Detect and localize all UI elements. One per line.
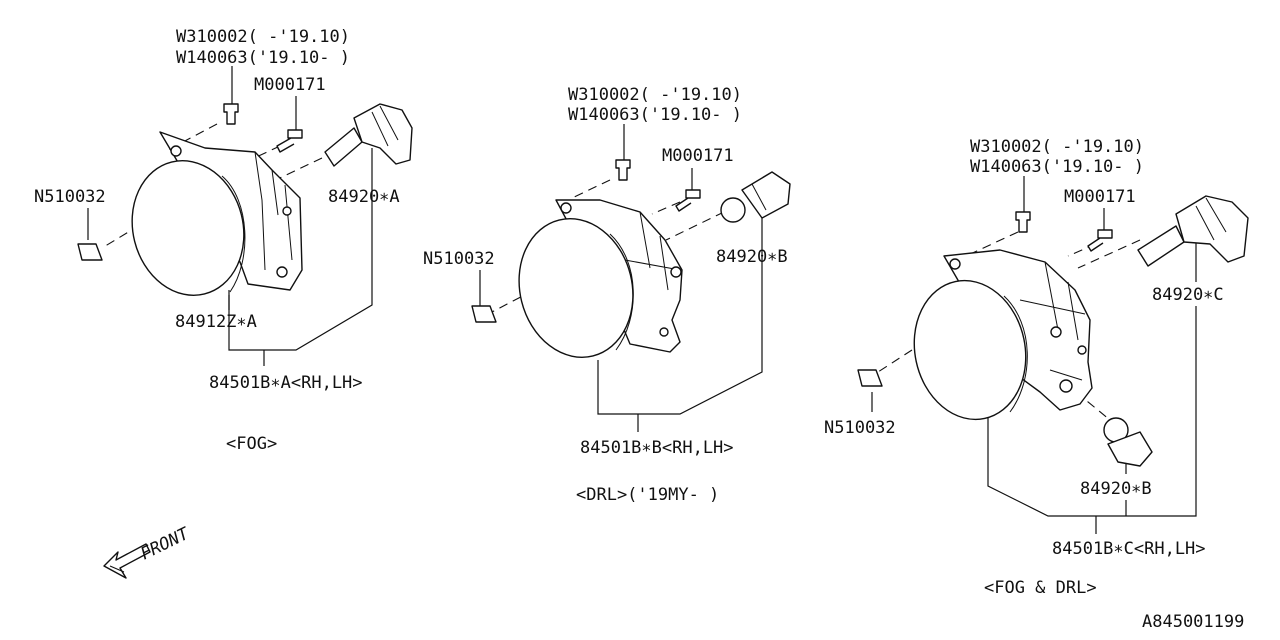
fog-screw-label[interactable]: M000171 bbox=[254, 75, 326, 95]
fogdrl-bolt bbox=[1015, 211, 1031, 233]
fog-bulb bbox=[324, 103, 413, 167]
group-fog: W310002( -'19.10) W140063('19.10- ) M000… bbox=[34, 27, 413, 454]
fogdrl-bulb-drl bbox=[1103, 417, 1153, 467]
drl-lens bbox=[518, 218, 634, 358]
group-fog-drl: W310002( -'19.10) W140063('19.10- ) M000… bbox=[824, 137, 1249, 598]
drl-bulb-label[interactable]: 84920∗B bbox=[716, 247, 788, 267]
fogdrl-screw-label[interactable]: M000171 bbox=[1064, 187, 1136, 207]
fogdrl-caption: <FOG & DRL> bbox=[984, 578, 1097, 598]
drl-clip-label[interactable]: N510032 bbox=[423, 249, 495, 269]
drl-screw bbox=[675, 189, 701, 212]
fog-caption: <FOG> bbox=[226, 434, 277, 454]
drl-screw-label[interactable]: M000171 bbox=[662, 146, 734, 166]
drl-bolt-label-a[interactable]: W310002( -'19.10) bbox=[568, 85, 742, 105]
fogdrl-bulb-main bbox=[1137, 195, 1249, 267]
drl-clip bbox=[471, 305, 497, 323]
fogdrl-assembly-label[interactable]: 84501B∗C<RH,LH> bbox=[1052, 539, 1206, 559]
fogdrl-clip-label[interactable]: N510032 bbox=[824, 418, 896, 438]
group-drl: W310002( -'19.10) W140063('19.10- ) M000… bbox=[423, 85, 791, 505]
fogdrl-lens bbox=[913, 279, 1027, 421]
fog-bolt-label-b[interactable]: W140063('19.10- ) bbox=[176, 48, 350, 68]
fog-screw bbox=[276, 129, 303, 153]
fog-clip-label[interactable]: N510032 bbox=[34, 187, 106, 207]
diagram-code: A845001199 bbox=[1142, 612, 1244, 632]
fog-assembly-label[interactable]: 84501B∗A<RH,LH> bbox=[209, 373, 363, 393]
fog-bolt bbox=[223, 103, 239, 125]
drl-bolt-label-b[interactable]: W140063('19.10- ) bbox=[568, 105, 742, 125]
fogdrl-screw bbox=[1087, 229, 1113, 252]
front-label: FRONT bbox=[137, 523, 193, 564]
fog-bulb-label[interactable]: 84920∗A bbox=[328, 187, 400, 207]
fog-lens bbox=[131, 159, 245, 297]
fog-mount-hole bbox=[170, 145, 182, 157]
drl-assembly-label[interactable]: 84501B∗B<RH,LH> bbox=[580, 438, 734, 458]
fog-lens-label[interactable]: 84912Z∗A bbox=[175, 312, 257, 332]
front-arrow-icon bbox=[103, 543, 151, 579]
fogdrl-clip bbox=[857, 369, 883, 387]
drl-caption: <DRL>('19MY- ) bbox=[576, 485, 719, 505]
fogdrl-bulb-drl-label[interactable]: 84920∗B bbox=[1080, 479, 1152, 499]
fog-clip bbox=[77, 243, 103, 261]
fogdrl-bolt-label-a[interactable]: W310002( -'19.10) bbox=[970, 137, 1144, 157]
drl-bulb bbox=[720, 171, 791, 223]
drl-bolt bbox=[615, 159, 631, 181]
fogdrl-bulb-main-label[interactable]: 84920∗C bbox=[1152, 285, 1224, 305]
fog-bolt-label-a[interactable]: W310002( -'19.10) bbox=[176, 27, 350, 47]
fogdrl-bolt-label-b[interactable]: W140063('19.10- ) bbox=[970, 157, 1144, 177]
